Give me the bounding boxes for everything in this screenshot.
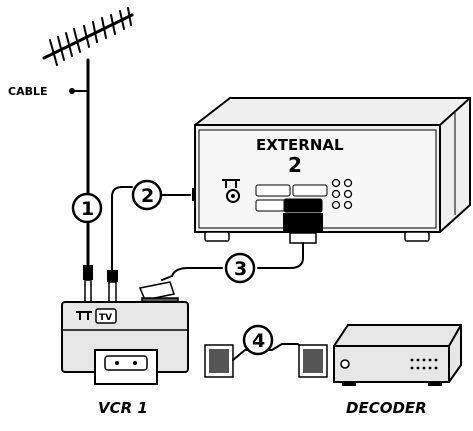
decoder-device <box>333 324 462 386</box>
scart-plug-right-icon <box>298 344 328 378</box>
tv-badge-label: TV <box>99 313 112 323</box>
vcr-device: TV <box>61 301 189 385</box>
antenna-plug-icon <box>83 265 93 303</box>
cassette-icon <box>94 349 158 385</box>
external-number: 2 <box>288 153 302 177</box>
cable-junction-dot <box>69 88 75 94</box>
scart-plug-icon <box>283 213 323 244</box>
svg-text:3: 3 <box>234 258 247 280</box>
step-2: 2 <box>131 179 163 211</box>
step-4: 4 <box>242 324 274 356</box>
vcr-label: VCR 1 <box>98 399 148 417</box>
tv-badge <box>95 308 117 324</box>
svg-text:2: 2 <box>141 185 154 207</box>
svg-text:1: 1 <box>81 198 94 220</box>
decoder-label: DECODER <box>346 399 427 417</box>
vcr-coax-plug-icon <box>107 270 118 303</box>
step-3: 3 <box>224 252 256 284</box>
antenna-socket-icon <box>222 179 240 203</box>
scart-socket-icon <box>255 184 328 213</box>
svg-text:4: 4 <box>252 330 265 352</box>
cable-label: CABLE <box>8 85 48 98</box>
scart-plug-left-icon <box>204 344 234 378</box>
step-1: 1 <box>71 192 103 224</box>
antenna-in-icon <box>76 311 92 320</box>
antenna-icon <box>42 7 134 267</box>
rca-jacks-icon <box>331 178 353 210</box>
external-device <box>194 97 471 242</box>
external-label: EXTERNAL <box>256 136 344 154</box>
